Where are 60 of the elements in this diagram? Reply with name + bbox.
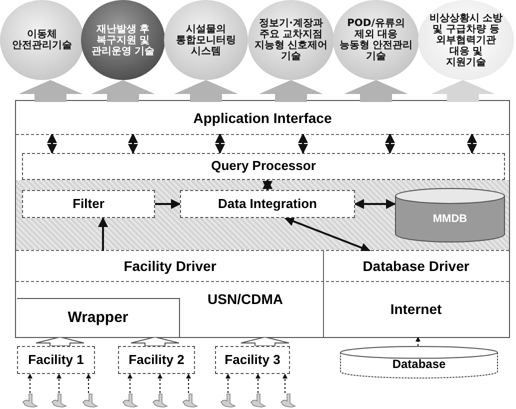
block-arrow [174,80,238,102]
module-box [180,190,355,218]
arrow [128,133,138,154]
arrow [282,374,288,394]
arrow [226,374,230,394]
arrow [284,216,371,252]
block-arrow [344,80,408,102]
arrow [467,133,477,154]
module-label: Facility Driver [124,258,216,274]
module-label: Database [392,358,446,372]
module-label: Facility 3 [224,352,280,368]
arrow [47,133,57,154]
topic-label: 비상상황시 소방 및 구급차량 등 외부협력기관 대응 및 지원기술 [428,12,504,68]
arrow [155,199,181,209]
topic-label: 정보기·계장과 주요 교차지점 지능형 신호제어 기술 [253,18,329,62]
arrow [98,217,108,251]
arrow [56,374,62,394]
arrow [158,374,162,394]
database-cylinder [340,346,498,378]
arrow [256,374,260,394]
module-box [22,153,505,180]
module-box [215,346,290,374]
module-label: Wrapper [68,309,128,327]
database-cylinder [395,188,505,242]
arrow [416,336,420,346]
block-arrow [259,80,323,102]
module-box [118,346,195,374]
topic-label: POD/유류의 제외 대응 능동형 안전관리 기술 [338,18,414,62]
arrow [28,374,32,394]
block-arrow [431,80,495,102]
module-label: Facility 2 [128,352,184,368]
module-label: Database Driver [362,258,470,274]
module-label: Filter [72,196,104,212]
arrow [215,133,225,154]
arrow [262,179,272,191]
block-arrow [18,80,82,102]
module-label: Data Integration [218,196,317,212]
block-arrow [36,336,84,346]
block-arrow [240,336,290,346]
arrow [385,133,395,154]
module-label: Query Processor [211,159,316,174]
module-box [22,190,155,218]
topic-label: 재난발생 후 복구지원 및 관리운영 기술 [90,24,156,56]
arrow [354,199,396,209]
module-box [17,298,180,337]
arrow [128,374,132,394]
block-arrow [130,336,180,346]
topic-label: 이동체 안전관리기술 [11,29,73,51]
topic-label: 시설물의 통합모니터링 시스템 [175,24,237,56]
module-label: Facility 1 [28,352,84,368]
module-label: MMDB [432,212,468,226]
topic-circle [0,0,84,80]
module-label: Internet [390,301,442,318]
arrow [86,374,91,394]
block-arrow [91,80,155,102]
arrow [298,133,308,154]
module-box [17,346,95,374]
module-label: USN/CDMA [208,291,283,308]
arrow [186,374,191,394]
module-label: Application Interface [193,110,332,126]
